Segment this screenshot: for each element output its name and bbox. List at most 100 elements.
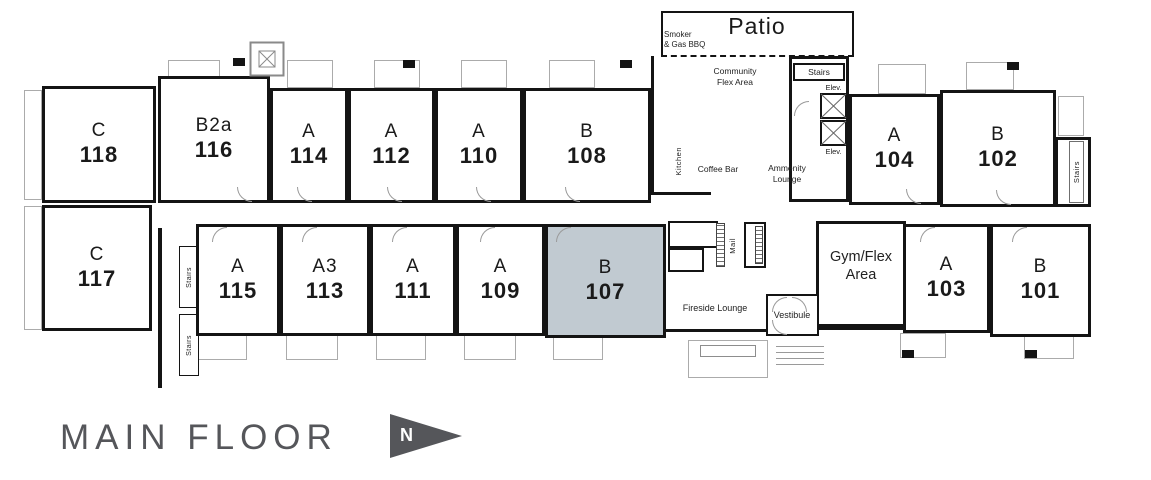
fireside-wall	[665, 329, 768, 332]
mailboxes	[716, 223, 725, 267]
unit-number: 112	[372, 143, 411, 169]
amenity-lounge-label: Ammenity Lounge	[768, 163, 806, 184]
stairs-label: Stairs	[185, 266, 193, 288]
door-arc	[920, 227, 935, 242]
vestibule-label: Vestibule	[773, 310, 811, 320]
balcony	[966, 62, 1014, 90]
door-arc	[556, 227, 571, 242]
unit-number: 102	[978, 146, 1018, 172]
unit-number: 108	[567, 143, 607, 169]
post	[1007, 62, 1019, 70]
kitchen-wall	[651, 192, 711, 195]
community-flex-label: Community Flex Area	[713, 66, 757, 87]
unit-104[interactable]: A 104	[849, 94, 940, 205]
unit-110[interactable]: A 110	[435, 88, 523, 203]
unit-type: A	[939, 254, 954, 276]
elevator-x-icon	[820, 93, 847, 119]
unit-number: 118	[79, 142, 119, 168]
unit-number: 103	[926, 276, 967, 302]
unit-number: 110	[459, 143, 499, 169]
balcony	[549, 60, 595, 88]
elevator-x-icon	[820, 120, 847, 146]
service-room	[668, 248, 704, 272]
unit-type: C	[89, 243, 105, 265]
unit-number: 115	[218, 277, 258, 303]
unit-number: 114	[289, 143, 329, 169]
unit-111[interactable]: A 111	[370, 224, 456, 336]
service-room	[668, 221, 718, 248]
unit-type: A	[231, 255, 245, 277]
balcony	[286, 334, 338, 360]
elevator-label: Elev.	[825, 83, 842, 92]
unit-type: A	[493, 255, 508, 277]
post	[902, 350, 914, 358]
stairs-label: Stairs	[808, 67, 830, 77]
unit-114[interactable]: A 114	[270, 88, 348, 203]
stairs-room	[179, 314, 199, 376]
door-arc	[480, 227, 495, 242]
post	[233, 58, 245, 66]
unit-number: 111	[394, 277, 432, 303]
unit-number: 116	[194, 137, 234, 163]
unit-type: A	[302, 121, 316, 143]
patio-area	[661, 11, 854, 57]
unit-type: A	[887, 125, 902, 147]
stair-treads	[1069, 141, 1084, 203]
unit-102[interactable]: B 102	[940, 90, 1056, 207]
post	[403, 60, 415, 68]
balcony	[24, 206, 42, 330]
balcony	[197, 334, 247, 360]
mailboxes	[755, 226, 763, 264]
balcony	[24, 90, 42, 200]
unit-type: B2a	[195, 115, 233, 137]
unit-112[interactable]: A 112	[348, 88, 435, 203]
unit-type: C	[91, 120, 107, 142]
smoker-bbq-label: Smoker & Gas BBQ	[664, 30, 706, 49]
door-arc	[794, 101, 809, 116]
unit-109[interactable]: A 109	[456, 224, 545, 336]
unit-type: B	[598, 256, 613, 278]
coffee-bar-label: Coffee Bar	[697, 164, 739, 174]
unit-type: A	[406, 255, 420, 277]
unit-116[interactable]: B2a 116	[158, 76, 270, 203]
unit-101[interactable]: B 101	[990, 224, 1091, 337]
unit-118[interactable]: C 118	[42, 86, 156, 203]
unit-type: B	[991, 124, 1005, 146]
unit-number: 109	[480, 277, 521, 303]
unit-107[interactable]: B 107	[545, 224, 666, 338]
balcony	[878, 64, 926, 94]
equipment-icon	[249, 41, 285, 77]
post	[620, 60, 632, 68]
unit-115[interactable]: A 115	[196, 224, 280, 336]
front-wall	[818, 327, 906, 330]
gym-flex-label: Gym/Flex Area	[829, 249, 893, 284]
gym-area	[816, 221, 906, 327]
kitchen-wall	[651, 56, 654, 195]
balcony	[464, 334, 516, 360]
fireside-lounge-label: Fireside Lounge	[682, 303, 748, 313]
unit-number: 104	[874, 147, 915, 173]
north-arrow-icon	[390, 414, 462, 458]
unit-number: 113	[305, 277, 345, 303]
north-letter: N	[400, 425, 413, 445]
unit-number: 107	[585, 278, 626, 304]
entry-steps	[776, 346, 824, 370]
stairs-room	[793, 63, 845, 81]
unit-type: A	[472, 121, 486, 143]
floor-title: MAIN FLOOR	[60, 418, 338, 457]
door-arc	[772, 297, 787, 312]
unit-103[interactable]: A 103	[903, 224, 990, 333]
unit-type: B	[1033, 256, 1048, 278]
elevator-label: Elev.	[825, 147, 842, 156]
door-arc	[392, 227, 407, 242]
unit-108[interactable]: B 108	[523, 88, 651, 203]
door-arc	[302, 227, 317, 242]
unit-117[interactable]: C 117	[42, 205, 152, 331]
door-arc	[1012, 227, 1027, 242]
unit-type: A	[384, 121, 399, 143]
unit-113[interactable]: A3 113	[280, 224, 370, 336]
balcony	[1058, 96, 1084, 136]
balcony	[376, 334, 426, 360]
door-arc	[212, 227, 227, 242]
